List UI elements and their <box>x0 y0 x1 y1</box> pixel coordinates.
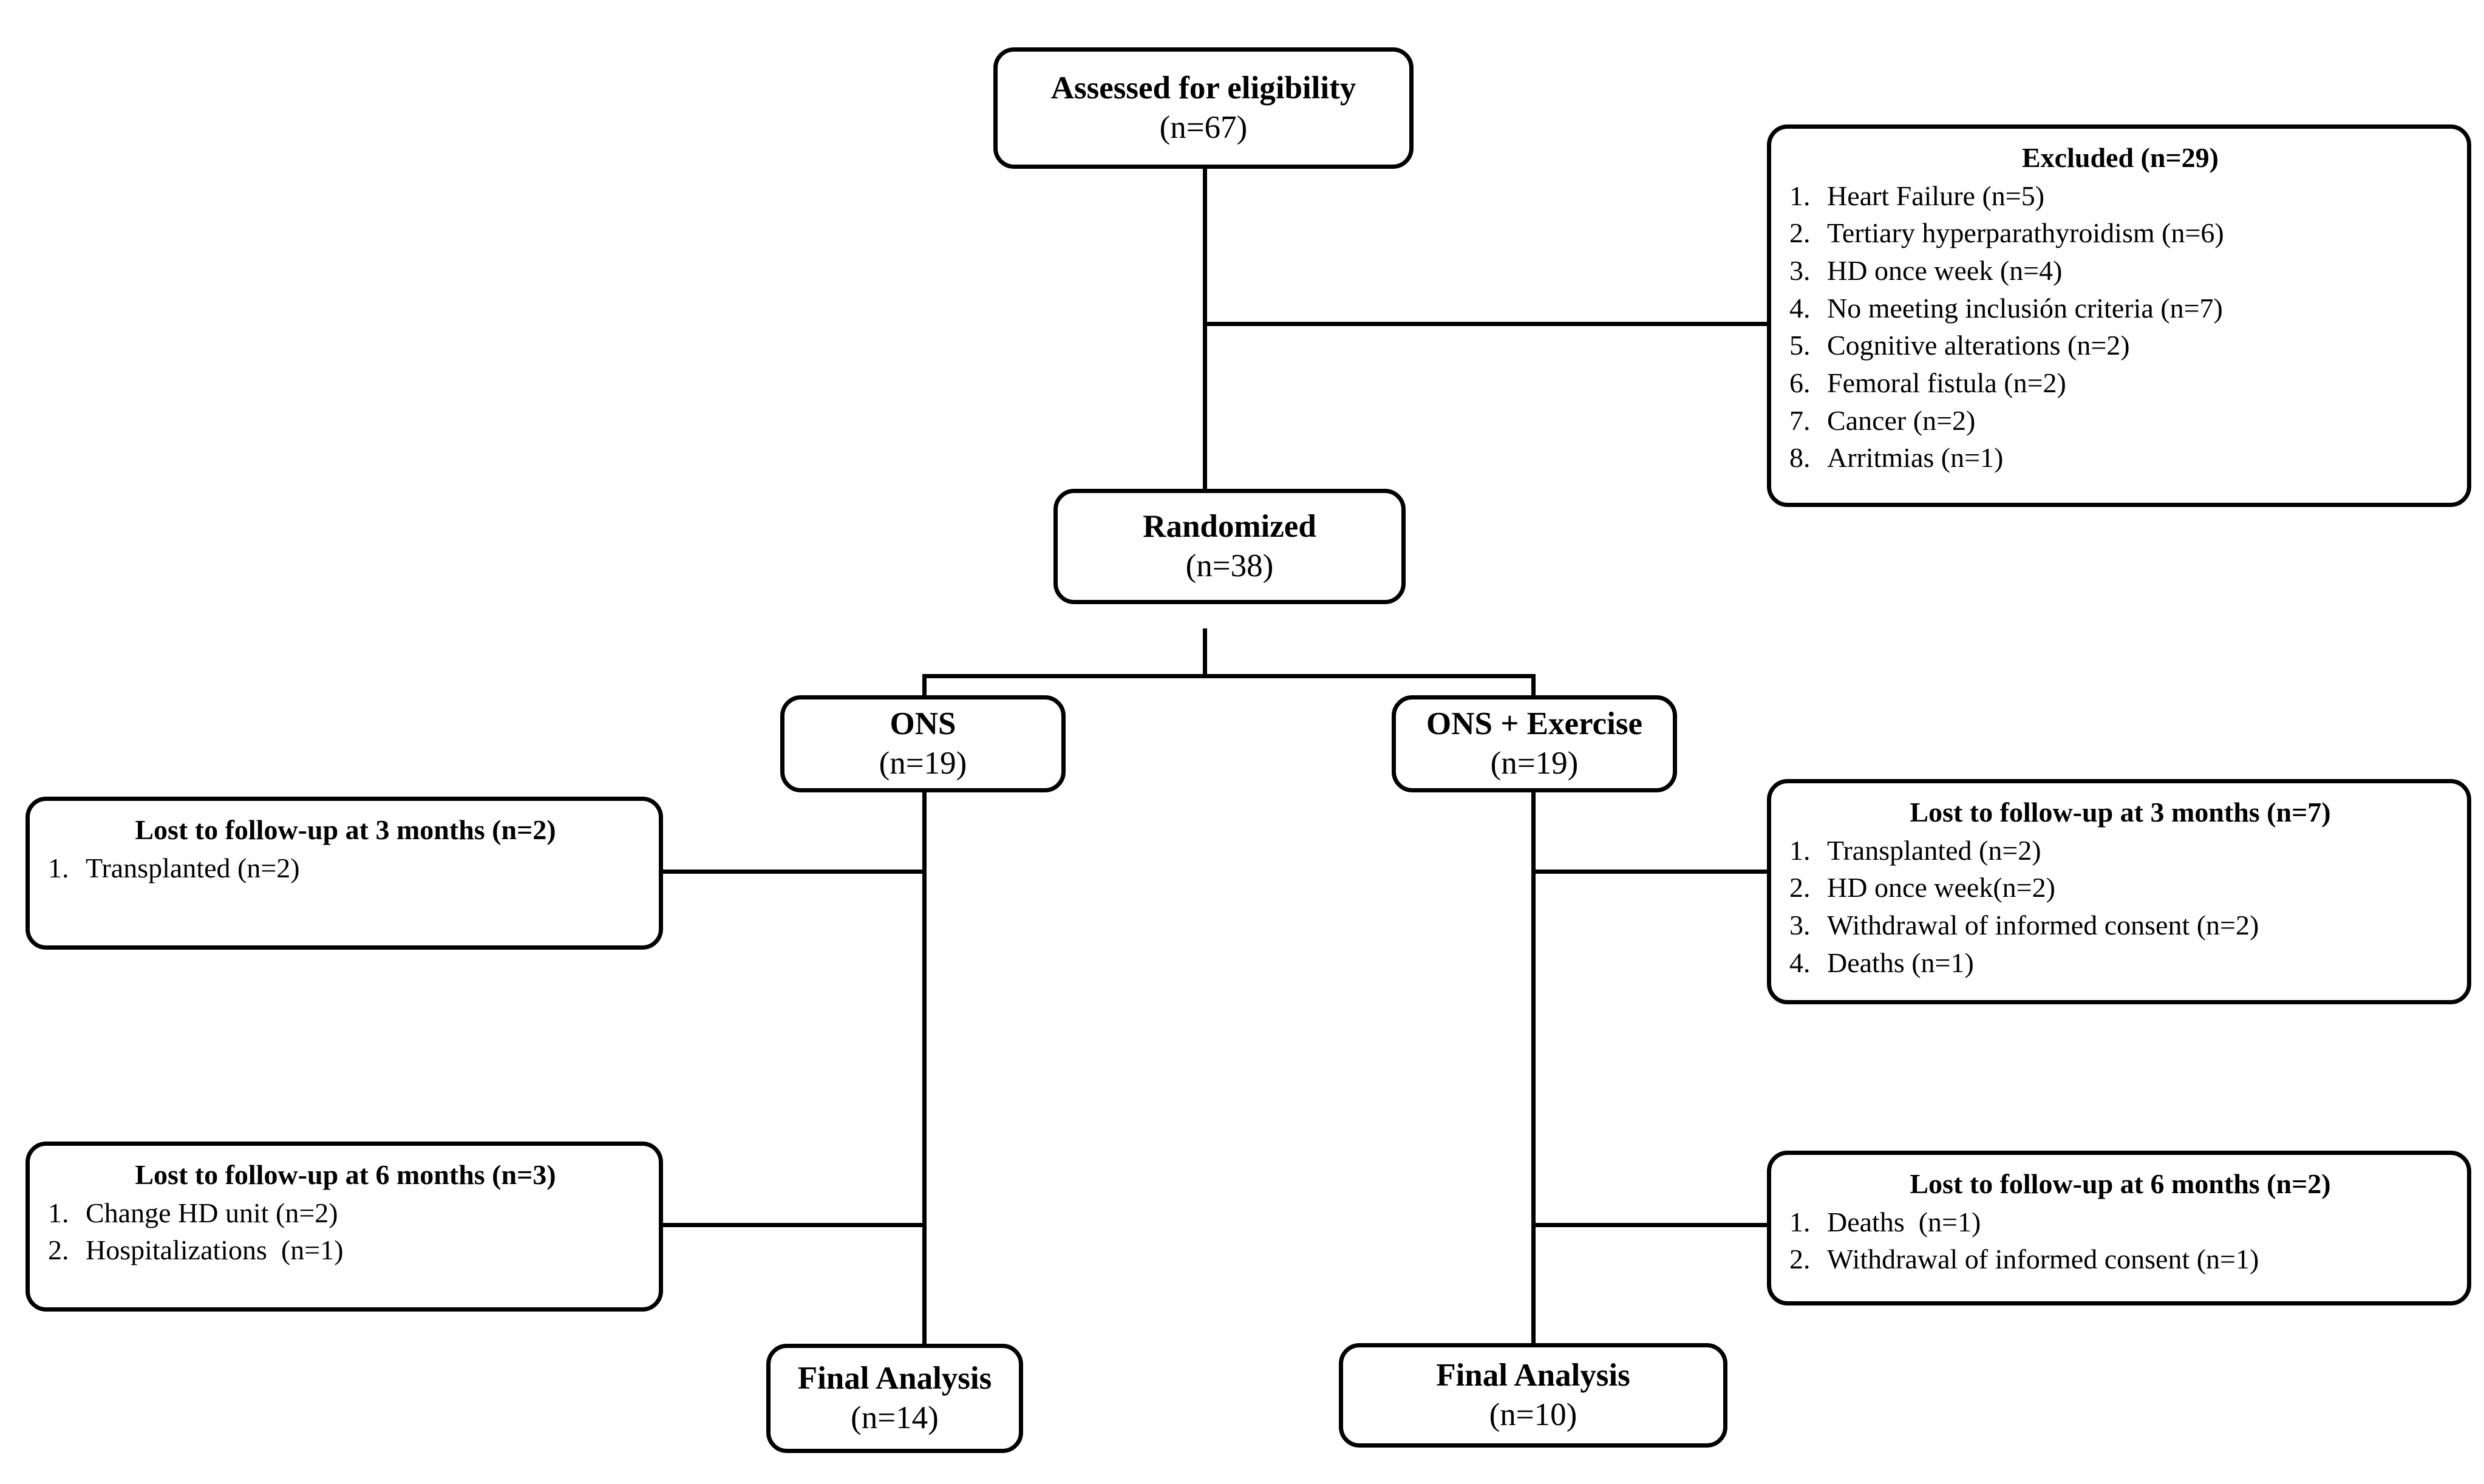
list-item: 8. Arritmias (n=1) <box>1789 439 2451 477</box>
box-assessed-for-eligibility: Assessed for eligibility (n=67) <box>993 47 1414 169</box>
list-item-number: 1. <box>48 852 69 883</box>
list-item-number: 8. <box>1789 442 1811 474</box>
list-item: 2. HD once week(n=2) <box>1789 869 2451 907</box>
list-item: 7. Cancer (n=2) <box>1789 402 2451 440</box>
list-item: 1. Deaths (n=1) <box>1789 1203 2451 1241</box>
connector-randomized-down <box>1203 628 1207 678</box>
list-item: 3. Withdrawal of informed consent (n=2) <box>1789 907 2451 944</box>
connector-ons-exercise-lost6m <box>1531 1223 1769 1227</box>
box-final-analysis-ons: Final Analysis (n=14) <box>766 1344 1023 1453</box>
list-item: 1. Transplanted (n=2) <box>48 849 643 887</box>
list-item-number: 4. <box>1789 292 1811 324</box>
list-item-number: 2. <box>1789 872 1811 904</box>
arm-ons-exercise-count: (n=19) <box>1490 746 1579 781</box>
list-item-text: Arritmias (n=1) <box>1827 442 2004 474</box>
box-lost-3m-ons-exercise: Lost to follow-up at 3 months (n=7) 1. Tr… <box>1767 779 2471 1004</box>
list-item-number: 2. <box>1789 217 1811 249</box>
lost-3m-ons-exercise-reason-list: 1. Transplanted (n=2) 2. HD once week(n=2)… <box>1789 832 2451 982</box>
final-analysis-ons-count: (n=14) <box>851 1400 939 1435</box>
list-item-text: Tertiary hyperparathyroidism (n=6) <box>1827 217 2224 249</box>
list-item: 2. Tertiary hyperparathyroidism (n=6) <box>1789 214 2451 252</box>
list-item-text: Cancer (n=2) <box>1827 404 1976 436</box>
lost-6m-ons-exercise-reason-list: 1. Deaths (n=1) 2. Withdrawal of informed … <box>1789 1203 2451 1278</box>
lost-3m-ons-reason-list: 1. Transplanted (n=2) <box>48 849 643 887</box>
list-item: 1. Change HD unit (n=2) <box>48 1194 643 1232</box>
list-item: 1. Transplanted (n=2) <box>1789 832 2451 870</box>
connector-split-right <box>1531 674 1536 703</box>
list-item-number: 6. <box>1789 367 1811 398</box>
list-item-text: Deaths (n=1) <box>1827 947 1974 978</box>
list-item-text: Transplanted (n=2) <box>1827 834 2041 866</box>
list-item: 3. HD once week (n=4) <box>1789 252 2451 290</box>
list-item-number: 2. <box>1789 1244 1811 1275</box>
list-item-number: 5. <box>1789 330 1811 361</box>
box-excluded: Excluded (n=29) 1. Heart Failure (n=5) 2.… <box>1767 124 2471 507</box>
box-final-analysis-ons-exercise: Final Analysis (n=10) <box>1339 1343 1727 1448</box>
list-item: 5. Cognitive alterations (n=2) <box>1789 327 2451 364</box>
box-arm-ons: ONS (n=19) <box>780 695 1066 792</box>
box-lost-6m-ons: Lost to follow-up at 6 months (n=3) 1. Ch… <box>26 1142 663 1312</box>
list-item: 2. Hospitalizations (n=1) <box>48 1231 643 1269</box>
final-analysis-ons-exercise-title: Final Analysis <box>1436 1358 1630 1394</box>
list-item: 6. Femoral fistula (n=2) <box>1789 364 2451 402</box>
list-item-number: 1. <box>1789 1206 1811 1237</box>
connector-ons-exercise-lost3m <box>1531 870 1769 874</box>
box-lost-3m-ons: Lost to follow-up at 3 months (n=2) 1. Tr… <box>26 797 663 950</box>
excluded-reason-list: 1. Heart Failure (n=5) 2. Tertiary hyperpa… <box>1789 177 2451 477</box>
list-item: 4. Deaths (n=1) <box>1789 944 2451 982</box>
connector-to-excluded <box>1203 322 1771 326</box>
list-item-text: No meeting inclusión criteria (n=7) <box>1827 292 2223 324</box>
final-analysis-ons-title: Final Analysis <box>797 1361 992 1397</box>
arm-ons-title: ONS <box>890 706 956 742</box>
lost-3m-ons-title: Lost to follow-up at 3 months (n=2) <box>135 814 556 845</box>
list-item-number: 1. <box>48 1197 69 1228</box>
lost-6m-ons-title: Lost to follow-up at 6 months (n=3) <box>135 1159 556 1190</box>
list-item-number: 3. <box>1789 910 1811 941</box>
list-item-text: Change HD unit (n=2) <box>86 1197 338 1228</box>
lost-6m-ons-reason-list: 1. Change HD unit (n=2) 2. Hospitalization… <box>48 1194 643 1269</box>
list-item-text: Hospitalizations (n=1) <box>86 1234 344 1266</box>
arm-ons-count: (n=19) <box>879 746 967 781</box>
list-item-text: Transplanted (n=2) <box>86 852 300 883</box>
assessed-title: Assessed for eligibility <box>1050 70 1356 106</box>
list-item-text: Heart Failure (n=5) <box>1827 180 2045 211</box>
list-item-text: Withdrawal of informed consent (n=2) <box>1827 910 2259 941</box>
list-item-text: Femoral fistula (n=2) <box>1827 367 2066 398</box>
list-item-text: Deaths (n=1) <box>1827 1206 1981 1237</box>
list-item-number: 7. <box>1789 404 1811 436</box>
list-item-number: 3. <box>1789 255 1811 287</box>
assessed-count: (n=67) <box>1159 110 1248 145</box>
list-item-text: Withdrawal of informed consent (n=1) <box>1827 1244 2259 1275</box>
lost-3m-ons-exercise-title: Lost to follow-up at 3 months (n=7) <box>1910 797 2331 828</box>
box-lost-6m-ons-exercise: Lost to follow-up at 6 months (n=2) 1. De… <box>1767 1151 2471 1305</box>
connector-ons-lost3m <box>662 870 927 874</box>
randomized-count: (n=38) <box>1185 548 1274 584</box>
excluded-title: Excluded (n=29) <box>2022 142 2219 173</box>
list-item: 2. Withdrawal of informed consent (n=1) <box>1789 1241 2451 1278</box>
randomized-title: Randomized <box>1143 509 1316 545</box>
lost-6m-ons-exercise-title: Lost to follow-up at 6 months (n=2) <box>1910 1168 2331 1199</box>
connector-ons-lost6m <box>662 1223 927 1227</box>
connector-ons-spine <box>922 792 927 1346</box>
list-item-text: Cognitive alterations (n=2) <box>1827 330 2130 361</box>
box-arm-ons-exercise: ONS + Exercise (n=19) <box>1392 695 1677 792</box>
list-item-number: 4. <box>1789 947 1811 978</box>
connector-assessed-to-randomized <box>1203 167 1207 511</box>
box-randomized: Randomized (n=38) <box>1053 489 1406 604</box>
connector-split-bar <box>922 674 1536 678</box>
connector-ons-exercise-spine <box>1531 792 1536 1346</box>
final-analysis-ons-exercise-count: (n=10) <box>1489 1397 1577 1432</box>
list-item-number: 1. <box>1789 180 1811 211</box>
list-item-number: 2. <box>48 1234 69 1266</box>
arm-ons-exercise-title: ONS + Exercise <box>1426 706 1643 742</box>
list-item: 1. Heart Failure (n=5) <box>1789 177 2451 215</box>
list-item-text: HD once week(n=2) <box>1827 872 2055 904</box>
connector-split-left <box>922 674 927 703</box>
list-item-number: 1. <box>1789 834 1811 866</box>
list-item-text: HD once week (n=4) <box>1827 255 2063 287</box>
list-item: 4. No meeting inclusión criteria (n=7) <box>1789 290 2451 327</box>
